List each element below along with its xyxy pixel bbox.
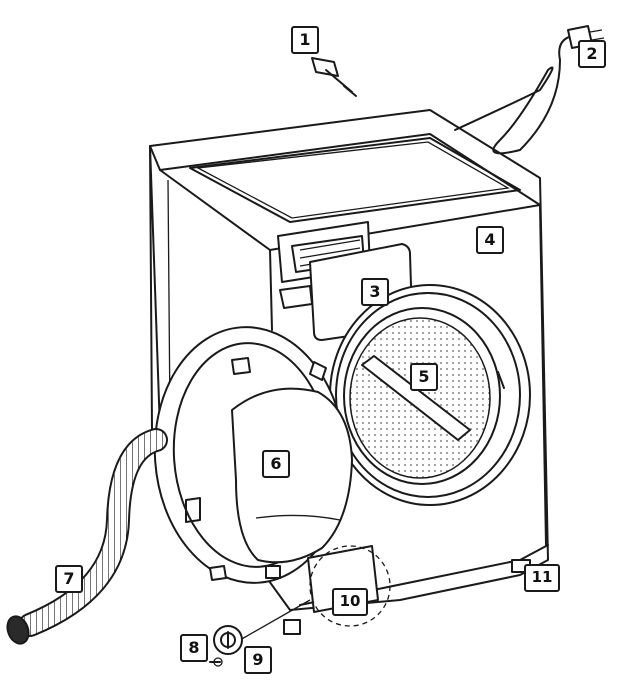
callout-5: 5 xyxy=(410,363,438,391)
callout-1: 1 xyxy=(291,26,319,54)
filter-detail-inset xyxy=(209,599,311,667)
drain-hose xyxy=(6,428,168,645)
callout-3: 3 xyxy=(361,278,389,306)
callout-2: 2 xyxy=(578,40,606,68)
callout-8: 8 xyxy=(180,634,208,662)
hose-cap-accessory xyxy=(311,57,357,97)
drum xyxy=(329,284,531,506)
feet xyxy=(283,559,531,635)
callout-4: 4 xyxy=(476,226,504,254)
callout-7: 7 xyxy=(55,565,83,593)
callout-6: 6 xyxy=(262,450,290,478)
callout-10: 10 xyxy=(332,588,368,616)
callout-11: 11 xyxy=(524,564,560,592)
door xyxy=(153,326,353,584)
callout-9: 9 xyxy=(244,646,272,674)
